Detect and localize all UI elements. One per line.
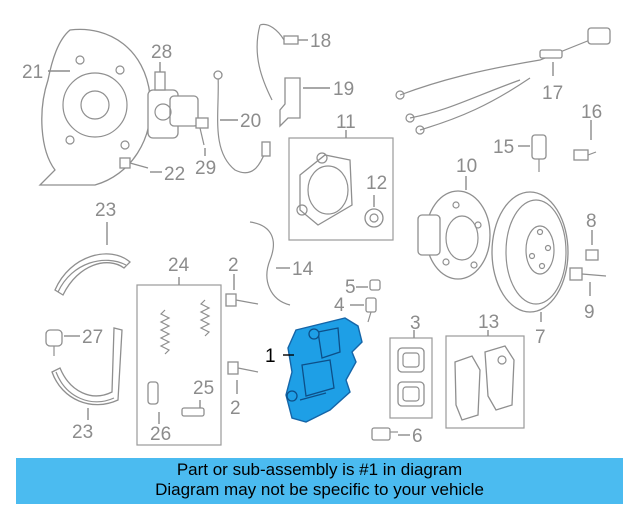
speed-sensor — [531, 134, 547, 172]
piston-seals — [397, 347, 425, 407]
label-19: 19 — [333, 79, 354, 100]
label-12: 12 — [366, 173, 387, 194]
label-23b: 23 — [72, 422, 93, 443]
hardware-springs — [147, 299, 211, 417]
bolt-22 — [119, 157, 149, 169]
brake-shoe-lower — [51, 327, 123, 406]
bolt-2-upper — [225, 293, 259, 307]
label-27: 27 — [82, 327, 103, 348]
label-26: 26 — [150, 424, 171, 445]
brake-rotor — [491, 191, 569, 313]
label-28: 28 — [151, 42, 172, 63]
label-3: 3 — [410, 313, 421, 334]
info-banner: Part or sub-assembly is #1 in diagram Di… — [16, 458, 623, 504]
brake-caliper-highlighted — [285, 317, 363, 423]
bleeder-cap — [369, 279, 381, 291]
label-24: 24 — [168, 255, 190, 276]
label-25: 25 — [193, 378, 214, 399]
pad-sensor — [371, 427, 398, 441]
wheel-stud — [569, 267, 607, 281]
bolt-29 — [195, 117, 209, 146]
label-9: 9 — [584, 302, 595, 323]
label-1: 1 — [265, 346, 276, 367]
label-16: 16 — [581, 102, 602, 123]
sensor-line-14 — [249, 221, 291, 306]
bracket — [279, 77, 301, 128]
label-15: 15 — [493, 137, 514, 158]
brake-shoe-upper — [54, 253, 131, 296]
brake-hose — [217, 74, 267, 174]
shoe-adjuster — [45, 329, 63, 356]
label-18: 18 — [310, 31, 331, 52]
bolt-2-lower — [227, 361, 259, 375]
label-11: 11 — [336, 112, 356, 133]
label-17: 17 — [542, 83, 563, 104]
bleeder-valve — [365, 297, 377, 323]
backing-plate — [38, 28, 152, 186]
label-2b: 2 — [230, 398, 241, 419]
parts-diagram: 21 28 29 22 20 18 19 11 — [22, 23, 611, 447]
label-29: 29 — [195, 158, 216, 179]
label-6: 6 — [412, 426, 423, 447]
bolt-16 — [573, 149, 597, 161]
label-20: 20 — [240, 111, 261, 132]
label-13: 13 — [478, 312, 499, 333]
brake-line — [256, 24, 273, 101]
banner-line-1: Part or sub-assembly is #1 in diagram — [176, 460, 463, 479]
label-8: 8 — [586, 211, 597, 232]
label-22: 22 — [164, 164, 185, 185]
label-5: 5 — [345, 277, 356, 298]
label-10: 10 — [456, 156, 477, 177]
label-7: 7 — [535, 327, 546, 348]
wear-sensor — [395, 27, 611, 135]
label-2a: 2 — [228, 255, 239, 276]
caliper-piston — [296, 152, 353, 226]
label-21: 21 — [22, 62, 43, 83]
wheel-hub — [417, 190, 491, 280]
label-23a: 23 — [95, 200, 116, 221]
banner-line-2: Diagram may not be specific to your vehi… — [155, 480, 484, 499]
bolt-8 — [585, 249, 599, 261]
part-12 — [364, 208, 384, 228]
label-4: 4 — [334, 295, 345, 316]
parking-brake-mechanism — [147, 71, 199, 139]
brake-pads — [454, 345, 515, 421]
label-14: 14 — [292, 259, 314, 280]
